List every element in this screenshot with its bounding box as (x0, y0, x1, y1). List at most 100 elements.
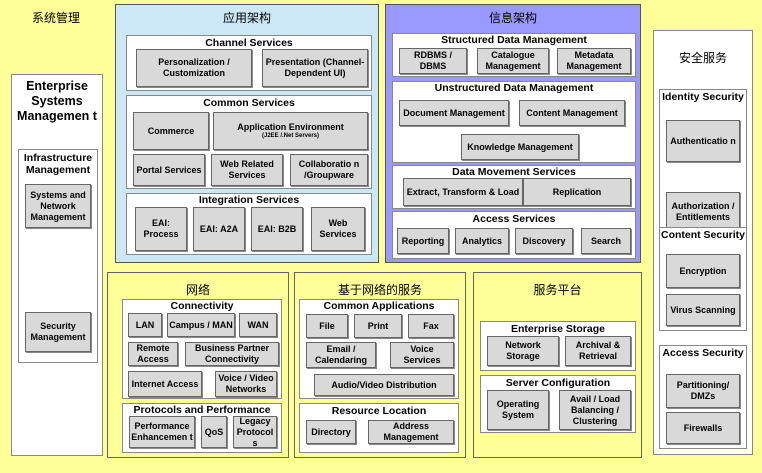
internet-access-box[interactable]: Internet Access (128, 371, 202, 397)
portal-services-box[interactable]: Portal Services (133, 154, 205, 186)
voice-video-networks-box[interactable]: Voice / Video Networks (215, 371, 277, 397)
data-movement-panel: Data Movement Services Extract, Transfor… (392, 165, 636, 209)
information-architecture-panel: 信息架构 Structured Data Management RDBMS / … (385, 4, 641, 263)
infrastructure-management-panel: Infrastructure Management Systems and Ne… (18, 149, 98, 363)
common-applications-panel: Common Applications File Print Fax Email… (299, 299, 459, 399)
authentication-box[interactable]: Authenticatio n (666, 120, 740, 162)
application-environment-sublabel: (J2EE /.Net Servers) (261, 133, 320, 139)
access-services-panel: Access Services Reporting Analytics Disc… (392, 211, 636, 259)
enterprise-storage-title: Enterprise Storage (511, 323, 605, 335)
eai-b2b-box[interactable]: EAI: B2B (251, 207, 303, 251)
application-environment-box[interactable]: Application Environment (J2EE /.Net Serv… (213, 112, 368, 150)
structured-data-title: Structured Data Management (441, 34, 587, 46)
unstructured-data-panel: Unstructured Data Management Document Ma… (392, 81, 636, 163)
integration-services-title: Integration Services (198, 194, 300, 206)
enterprise-systems-management-title: Enterprise Systems Managemen t (17, 79, 97, 123)
directory-box[interactable]: Directory (306, 420, 356, 444)
channel-services-title: Channel Services (205, 37, 293, 49)
common-services-panel: Common Services Commerce Application Env… (126, 95, 372, 189)
data-movement-title: Data Movement Services (452, 166, 576, 178)
system-management-title: 系统管理 (31, 11, 80, 25)
reporting-box[interactable]: Reporting (397, 228, 449, 254)
enterprise-systems-management-panel: Enterprise Systems Managemen t Infrastru… (11, 74, 103, 456)
application-architecture-panel: 应用架构 Channel Services Personalization / … (115, 4, 379, 263)
service-platform-panel: 服务平台 Enterprise Storage Network Storage … (473, 272, 642, 458)
legacy-protocols-box[interactable]: Legacy Protocol s (233, 416, 277, 448)
partitioning-box[interactable]: Partitioning/ DMZs (666, 374, 740, 408)
resource-location-title: Resource Location (331, 405, 427, 417)
system-management-region: 系统管理 (4, 4, 108, 468)
campus-man-box[interactable]: Campus / MAN (167, 313, 235, 337)
collaboration-groupware-box[interactable]: Collaboratio n /Groupware (290, 154, 368, 186)
application-environment-label: Application Environment (237, 122, 344, 132)
etl-box[interactable]: Extract, Transform & Load (403, 178, 523, 206)
qos-box[interactable]: QoS (201, 416, 227, 448)
integration-services-panel: Integration Services EAI: Process EAI: A… (126, 193, 372, 255)
address-management-box[interactable]: Address Management (368, 420, 454, 444)
network-title: 网络 (185, 283, 210, 297)
file-box[interactable]: File (306, 314, 348, 338)
web-services-box[interactable]: Web Services (311, 207, 365, 251)
structured-data-panel: Structured Data Management RDBMS / DBMS … (392, 33, 636, 77)
authorization-box[interactable]: Authorization / Entitlements (666, 192, 740, 232)
content-management-box[interactable]: Content Management (519, 100, 625, 126)
web-related-services-box[interactable]: Web Related Services (211, 154, 283, 186)
audio-video-distribution-box[interactable]: Audio/Video Distribution (314, 374, 454, 396)
knowledge-management-box[interactable]: Knowledge Management (461, 134, 579, 160)
identity-security-title: Identity Security (662, 91, 744, 103)
voice-services-box[interactable]: Voice Services (390, 342, 454, 368)
commerce-box[interactable]: Commerce (133, 112, 209, 150)
remote-access-box[interactable]: Remote Access (128, 342, 178, 366)
content-security-title: Content Security (660, 229, 745, 241)
common-services-title: Common Services (203, 97, 295, 109)
connectivity-title: Connectivity (170, 300, 234, 312)
network-storage-box[interactable]: Network Storage (487, 336, 559, 366)
network-based-services-title: 基于网络的服务 (337, 283, 422, 297)
archival-retrieval-box[interactable]: Archival & Retrieval (565, 336, 631, 366)
rdbms-box[interactable]: RDBMS / DBMS (399, 48, 467, 74)
wan-box[interactable]: WAN (239, 313, 277, 337)
encryption-box[interactable]: Encryption (666, 254, 740, 288)
protocols-performance-title: Protocols and Performance (133, 404, 271, 416)
access-security-title: Access Security (662, 347, 744, 359)
application-architecture-title: 应用架构 (222, 11, 271, 25)
document-management-box[interactable]: Document Management (399, 100, 509, 126)
unstructured-data-title: Unstructured Data Management (434, 82, 594, 94)
replication-box[interactable]: Replication (523, 178, 631, 206)
search-box[interactable]: Search (581, 228, 631, 254)
protocols-performance-panel: Protocols and Performance Performance En… (122, 403, 282, 453)
virus-scanning-box[interactable]: Virus Scanning (666, 294, 740, 326)
channel-services-panel: Channel Services Personalization / Custo… (126, 35, 372, 91)
eai-process-box[interactable]: EAI: Process (135, 207, 187, 251)
security-services-title: 安全服务 (678, 51, 727, 65)
catalogue-management-box[interactable]: Catalogue Management (477, 48, 549, 74)
metadata-management-box[interactable]: Metadata Management (557, 48, 631, 74)
security-management-box[interactable]: Security Management (25, 312, 91, 352)
firewalls-box[interactable]: Firewalls (666, 412, 740, 444)
business-partner-connectivity-box[interactable]: Business Partner Connectivity (185, 342, 279, 366)
analytics-box[interactable]: Analytics (455, 228, 509, 254)
service-platform-title: 服务平台 (533, 283, 582, 297)
enterprise-storage-panel: Enterprise Storage Network Storage Archi… (480, 321, 636, 371)
availability-load-balancing-box[interactable]: Avail / Load Balancing / Clustering (559, 390, 631, 430)
lan-box[interactable]: LAN (128, 313, 162, 337)
performance-enhancement-box[interactable]: Performance Enhancemen t (129, 416, 195, 448)
access-security-panel: Access Security Partitioning/ DMZs Firew… (659, 345, 747, 449)
email-calendaring-box[interactable]: Email / Calendaring (306, 342, 376, 368)
server-configuration-title: Server Configuration (505, 377, 611, 389)
presentation-box[interactable]: Presentation (Channel-Dependent UI) (262, 49, 368, 87)
print-box[interactable]: Print (354, 314, 402, 338)
security-services-panel: 安全服务 Identity Security Authenticatio n A… (653, 30, 753, 455)
connectivity-panel: Connectivity LAN Campus / MAN WAN Remote… (122, 299, 282, 399)
resource-location-panel: Resource Location Directory Address Mana… (299, 403, 459, 453)
operating-system-box[interactable]: Operating System (487, 390, 549, 430)
network-panel: 网络 Connectivity LAN Campus / MAN WAN Rem… (107, 272, 289, 458)
access-services-title: Access Services (472, 213, 556, 225)
common-applications-title: Common Applications (323, 300, 435, 312)
discovery-box[interactable]: Discovery (515, 228, 573, 254)
network-based-services-panel: 基于网络的服务 Common Applications File Print F… (294, 272, 466, 458)
systems-network-management-box[interactable]: Systems and Network Management (25, 184, 91, 228)
personalization-box[interactable]: Personalization / Customization (136, 49, 252, 87)
eai-a2a-box[interactable]: EAI: A2A (193, 207, 245, 251)
fax-box[interactable]: Fax (408, 314, 454, 338)
